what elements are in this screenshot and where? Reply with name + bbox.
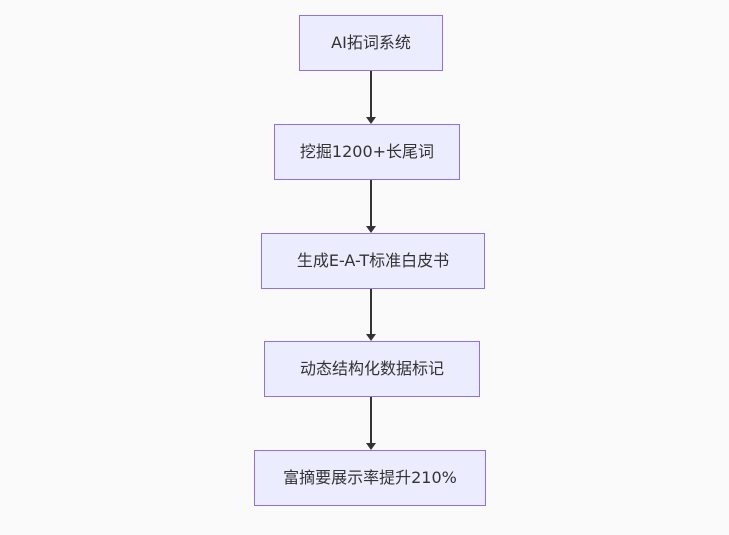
flow-node-generate-eat-whitepaper: 生成E-A-T标准白皮书 [261,233,485,289]
node-label: 动态结构化数据标记 [299,359,444,378]
node-label: 生成E-A-T标准白皮书 [296,251,450,270]
flow-node-ai-word-expansion-system: AI拓词系统 [299,15,443,71]
flow-node-rich-snippet-rate-increase: 富摘要展示率提升210% [254,450,486,506]
arrowhead-down-icon [366,117,376,124]
arrowhead-down-icon [366,226,376,233]
flow-node-dynamic-structured-data-markup: 动态结构化数据标记 [264,341,480,397]
arrowhead-down-icon [366,443,376,450]
arrowhead-down-icon [366,334,376,341]
flow-arrow-1 [366,71,376,124]
node-label: 富摘要展示率提升210% [283,468,457,487]
node-label: AI拓词系统 [331,33,411,52]
flow-node-mine-longtail-keywords: 挖掘1200+长尾词 [274,124,460,180]
node-label: 挖掘1200+长尾词 [299,142,435,161]
flow-arrow-4 [366,397,376,450]
flow-arrow-3 [366,289,376,341]
flow-arrow-2 [366,180,376,233]
